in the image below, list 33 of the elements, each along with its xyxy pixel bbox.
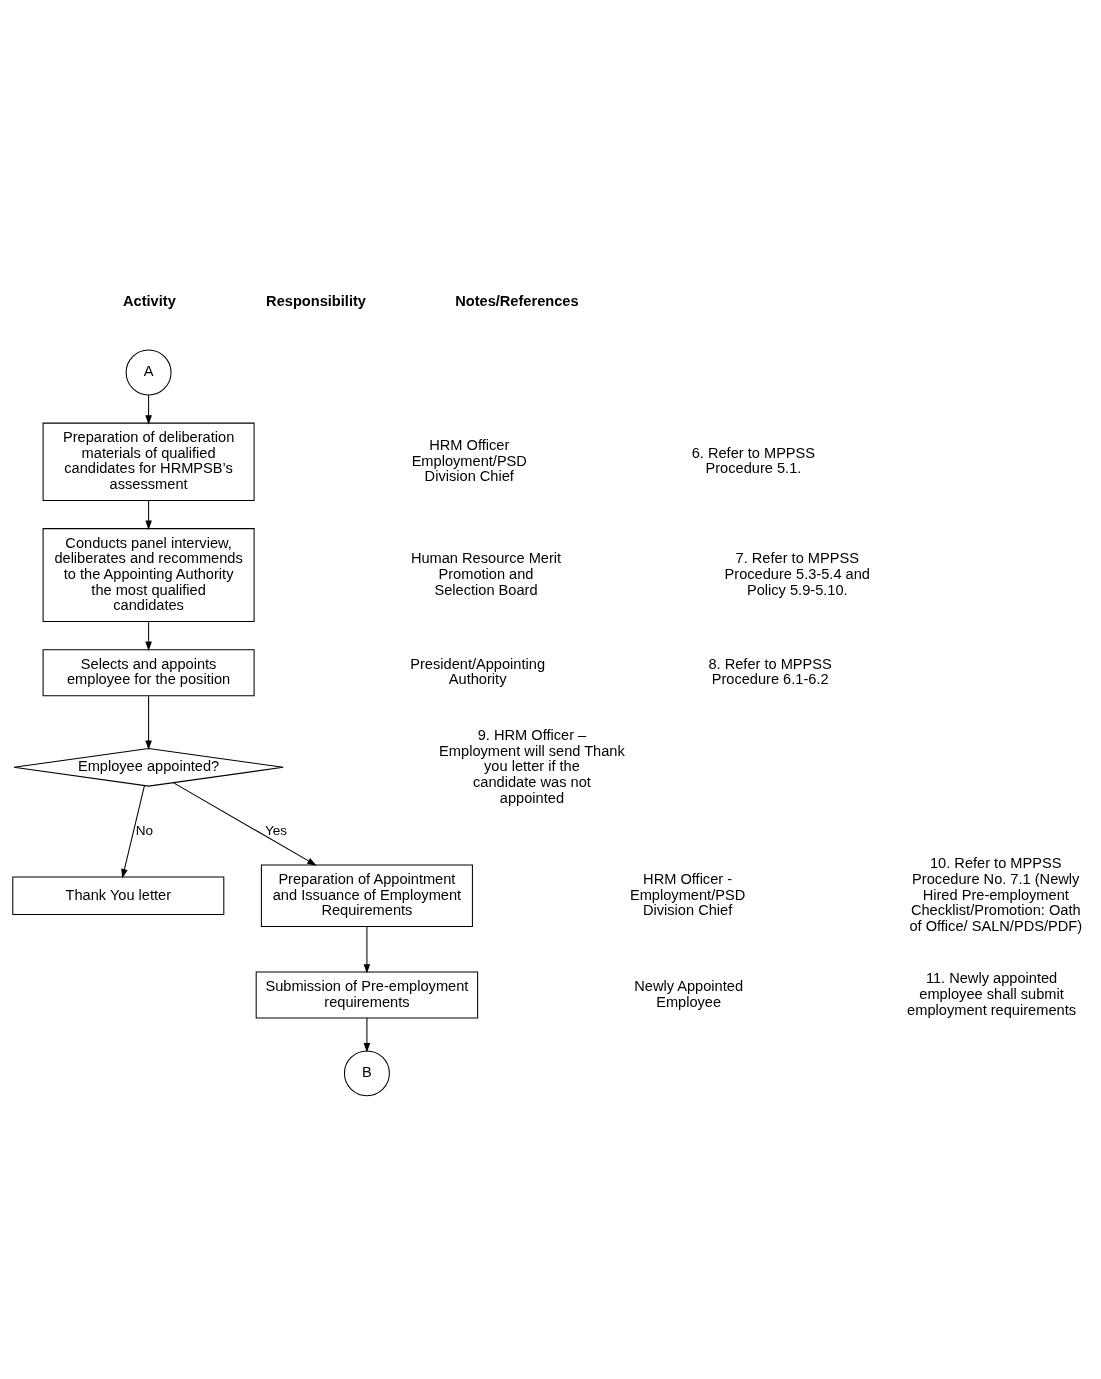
label: HRM Officer Employment/PSD Division Chief bbox=[411, 436, 527, 484]
arrow bbox=[173, 781, 317, 866]
node-box: Thank You letter bbox=[12, 875, 225, 915]
label: President/Appointing Authority bbox=[410, 655, 546, 687]
label: HRM Officer - Employment/PSD Division Chief bbox=[629, 870, 746, 918]
node-box: Preparation of Appointment and Issuance of Employment Requirements bbox=[260, 863, 473, 927]
node-circle: A bbox=[125, 348, 172, 395]
label: 10. Refer to MPPSS Procedure No. 7.1 (Newly Hired Pre-employment Checklist/Promotion: Oath of Office/ SALN/PDS/PDF) bbox=[909, 854, 1083, 934]
label: 6. Refer to MPPSS Procedure 5.1. bbox=[691, 444, 816, 476]
arrow bbox=[121, 784, 145, 878]
label: 8. Refer to MPPSS Procedure 6.1-6.2 bbox=[708, 655, 832, 687]
arrow bbox=[145, 499, 152, 530]
label: 11. Newly appointed employee shall submit employment requirements bbox=[907, 969, 1077, 1018]
arrow bbox=[363, 925, 371, 974]
edge-label: Yes bbox=[264, 822, 288, 838]
label: Newly Appointed Employee bbox=[634, 977, 744, 1010]
arrow bbox=[145, 695, 152, 750]
label: Human Resource Merit Promotion and Selection Board bbox=[410, 549, 562, 598]
label: Responsibility bbox=[266, 292, 366, 309]
label: Activity bbox=[123, 292, 176, 309]
edge-label: No bbox=[135, 822, 154, 838]
node-box: Selects and appoints employee for the position bbox=[42, 648, 255, 696]
node-box: Preparation of deliberation materials of qualified candidates for HRMPSB’s assessment bbox=[42, 422, 255, 501]
label: 9. HRM Officer – Employment will send Thank you letter if the candidate was not appointed bbox=[439, 726, 625, 805]
arrow bbox=[145, 620, 152, 651]
node-box: Submission of Pre-employment requirements bbox=[255, 971, 479, 1018]
node-circle: B bbox=[343, 1049, 390, 1096]
node-box: Conducts panel interview, deliberates and recommends to the Appointing Authority the most qualified candidates bbox=[42, 527, 255, 622]
arrow bbox=[363, 1017, 371, 1052]
label: 7. Refer to MPPSS Procedure 5.3-5.4 and Policy 5.9-5.10. bbox=[724, 549, 870, 598]
arrow bbox=[145, 394, 152, 425]
node-diamond: Employee appointed? bbox=[13, 747, 284, 787]
label: Notes/References bbox=[455, 292, 579, 309]
